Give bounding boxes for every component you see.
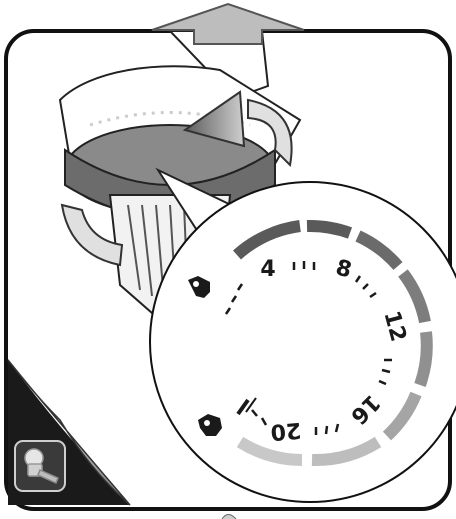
dial-band xyxy=(420,332,427,385)
dial-band xyxy=(307,226,350,233)
torque-number-20: 20 xyxy=(270,417,303,445)
torque-dial: 4 8 12 16 20 xyxy=(150,182,456,502)
screwdriver-tool-icon xyxy=(14,440,66,492)
torque-number-4: 4 xyxy=(260,257,275,282)
